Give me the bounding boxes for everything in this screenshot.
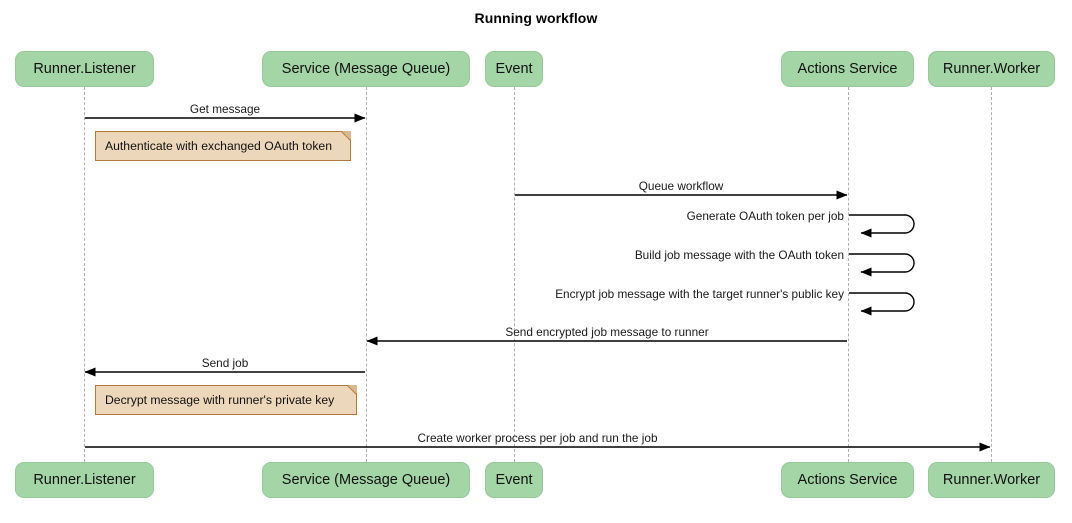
lifeline-runner-listener	[84, 87, 85, 462]
participant-runner-listener-top[interactable]: Runner.Listener	[15, 51, 154, 87]
message-label-build-job-message: Build job message with the OAuth token	[634, 248, 844, 262]
participant-service-mq-top[interactable]: Service (Message Queue)	[262, 51, 470, 87]
message-label-create-worker-process: Create worker process per job and run th…	[417, 431, 658, 445]
participant-label: Actions Service	[797, 61, 898, 77]
participant-label: Service (Message Queue)	[281, 472, 451, 488]
note-label: Authenticate with exchanged OAuth token	[105, 139, 332, 153]
participant-label: Service (Message Queue)	[281, 61, 451, 77]
message-label-send-job: Send job	[201, 356, 249, 370]
participant-label: Actions Service	[797, 472, 898, 488]
page-title: Running workflow	[474, 10, 598, 26]
note-fold-icon	[348, 385, 357, 394]
note-fold-edge-icon	[341, 131, 351, 141]
participant-label: Event	[495, 61, 533, 77]
arrow-generate-token	[849, 214, 915, 238]
lifeline-actions-service	[848, 87, 849, 462]
participant-runner-listener-bottom[interactable]: Runner.Listener	[15, 462, 154, 498]
lifeline-runner-worker	[991, 87, 992, 462]
arrow-build-job-message	[849, 253, 915, 277]
lifeline-event	[514, 87, 515, 462]
note-label: Decrypt message with runner's private ke…	[105, 393, 335, 407]
message-label-send-encrypted-job: Send encrypted job message to runner	[505, 325, 709, 339]
note-decrypt: Decrypt message with runner's private ke…	[95, 385, 357, 415]
note-authenticate: Authenticate with exchanged OAuth token	[95, 131, 351, 161]
participant-label: Runner.Listener	[33, 472, 136, 488]
participant-actions-service-bottom[interactable]: Actions Service	[781, 462, 914, 498]
lifeline-service-mq	[366, 87, 367, 462]
message-label-encrypt-job-message: Encrypt job message with the target runn…	[555, 287, 844, 301]
note-fold-icon	[342, 131, 351, 140]
participant-label: Runner.Listener	[33, 61, 136, 77]
participant-label: Runner.Worker	[942, 472, 1041, 488]
participant-runner-worker-bottom[interactable]: Runner.Worker	[928, 462, 1055, 498]
participant-actions-service-top[interactable]: Actions Service	[781, 51, 914, 87]
participant-service-mq-bottom[interactable]: Service (Message Queue)	[262, 462, 470, 498]
note-fold-edge-icon	[347, 385, 357, 395]
participant-event-top[interactable]: Event	[485, 51, 543, 87]
message-label-get-message: Get message	[189, 102, 261, 116]
participant-label: Event	[495, 472, 533, 488]
participant-runner-worker-top[interactable]: Runner.Worker	[928, 51, 1055, 87]
participant-label: Runner.Worker	[942, 61, 1041, 77]
arrow-encrypt-job-message	[849, 292, 915, 316]
participant-event-bottom[interactable]: Event	[485, 462, 543, 498]
message-label-queue-workflow: Queue workflow	[638, 179, 724, 193]
message-label-generate-token: Generate OAuth token per job	[686, 209, 844, 223]
